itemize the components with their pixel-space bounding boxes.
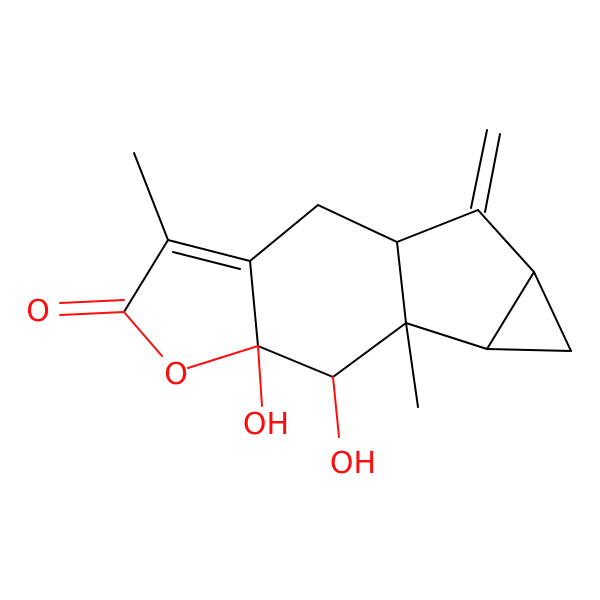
bond-c12-c13 xyxy=(123,239,169,313)
bond-c2-c3 xyxy=(486,271,535,350)
bond-c8-c7 xyxy=(396,241,407,324)
bond-c13-oring xyxy=(123,311,163,357)
ring-oxygen-label: O xyxy=(164,357,188,392)
bond-c9-c12-inner xyxy=(172,251,241,270)
bond-c1-c2 xyxy=(477,209,535,273)
carbonyl-oxygen-label: O xyxy=(26,294,50,329)
bond-carbonyl-1 xyxy=(59,311,125,316)
bond-c10-c11 xyxy=(257,345,334,378)
bond-methylene-2 xyxy=(484,133,501,213)
bond-carbonyl-2 xyxy=(59,299,125,304)
bond-c7-methyl xyxy=(405,322,419,408)
bond-c11-c7 xyxy=(332,322,407,378)
bond-ch2-c9 xyxy=(249,204,319,262)
bond-c9-c10 xyxy=(249,260,259,347)
bond-c11-oh xyxy=(332,376,340,438)
hydroxyl-1-label: OH xyxy=(243,407,289,442)
atom-labels: O O OH OH xyxy=(26,294,376,481)
bond-c9-c12 xyxy=(167,239,251,262)
bond-c8-ch2 xyxy=(317,204,398,243)
bond-oring-c10 xyxy=(187,345,259,369)
bond-c7-c3 xyxy=(405,322,488,350)
bonds xyxy=(59,129,572,438)
bond-c3-cp xyxy=(486,348,572,352)
hydroxyl-2-label: OH xyxy=(330,446,376,481)
bond-c10-oh xyxy=(257,345,263,407)
bond-c2-cp xyxy=(533,271,572,352)
bond-c1-c8 xyxy=(396,209,479,243)
bond-c12-methyl xyxy=(133,152,169,241)
bond-methylene-1 xyxy=(470,129,488,209)
